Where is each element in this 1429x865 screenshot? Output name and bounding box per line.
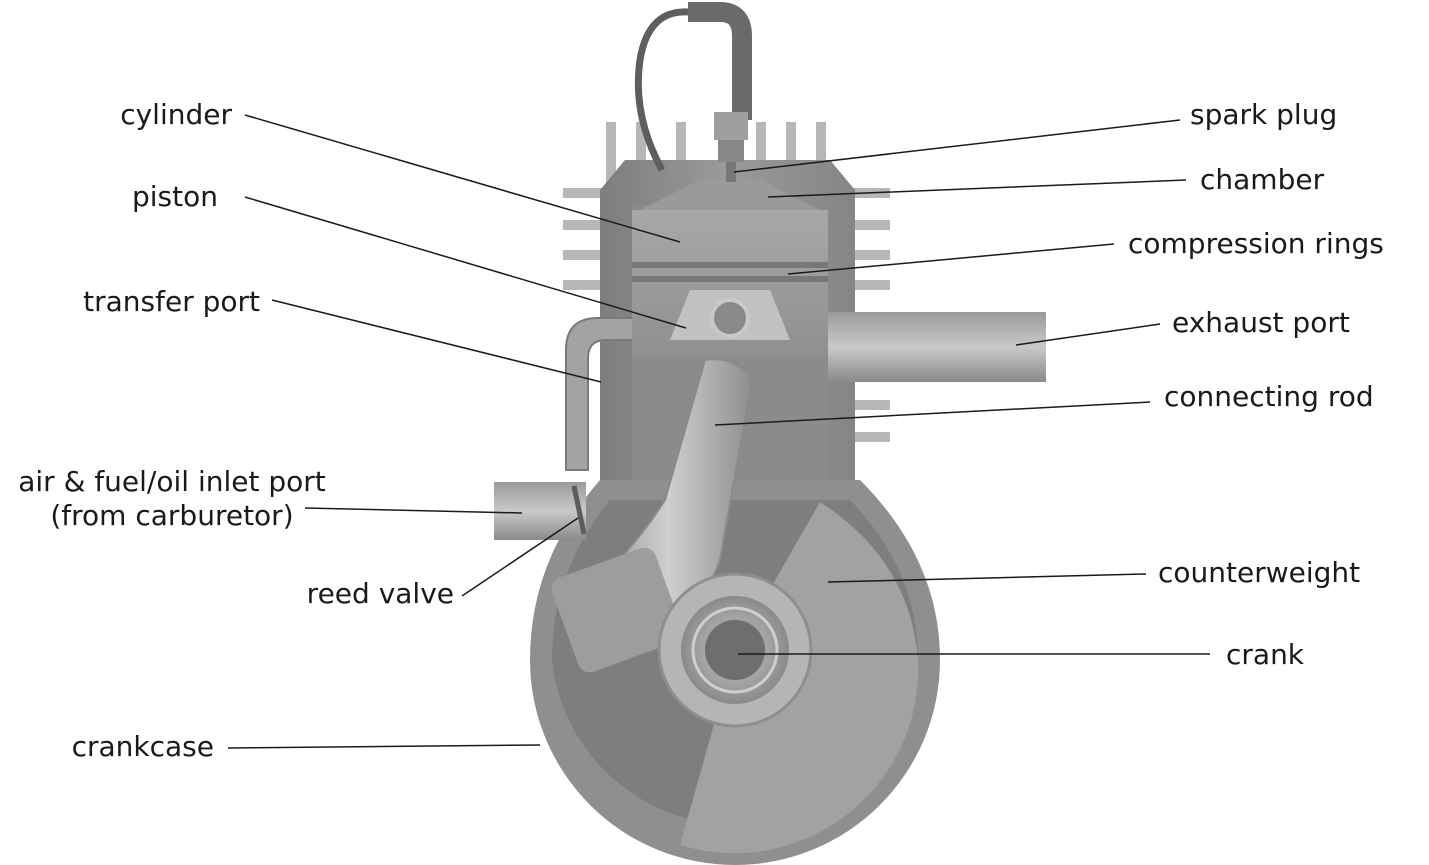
leader-counterweight bbox=[827, 573, 1147, 583]
leader-cylinder bbox=[244, 114, 681, 243]
label-spark-plug: spark plug bbox=[1190, 98, 1338, 131]
exhaust-pipe bbox=[828, 312, 1046, 382]
leader-inlet-port bbox=[304, 507, 523, 514]
label-compression-rings: compression rings bbox=[1128, 227, 1384, 260]
label-inlet-port: air & fuel/oil inlet port (from carburet… bbox=[4, 465, 340, 533]
cooling-fins bbox=[563, 122, 890, 442]
piston bbox=[632, 210, 828, 358]
label-counterweight: counterweight bbox=[1158, 556, 1361, 589]
label-reed-valve: reed valve bbox=[306, 577, 454, 610]
leader-piston bbox=[244, 196, 687, 329]
crank bbox=[657, 572, 813, 728]
leader-spark-plug bbox=[733, 119, 1181, 173]
label-inlet-port-line2: (from carburetor) bbox=[50, 499, 294, 532]
combustion-chamber bbox=[640, 180, 820, 210]
leader-crankcase bbox=[227, 744, 541, 749]
label-crank: crank bbox=[1226, 638, 1305, 671]
label-connecting-rod: connecting rod bbox=[1164, 380, 1374, 413]
leader-chamber bbox=[767, 179, 1187, 198]
inlet-pipe bbox=[494, 482, 586, 540]
leader-lines bbox=[227, 114, 1210, 749]
leader-reed-valve bbox=[461, 517, 579, 597]
leader-exhaust-port bbox=[1015, 323, 1161, 346]
spark-plug bbox=[634, 1, 752, 182]
label-transfer-port: transfer port bbox=[83, 285, 260, 318]
label-piston: piston bbox=[132, 180, 218, 213]
label-chamber: chamber bbox=[1200, 163, 1325, 196]
rod-big-end bbox=[551, 547, 683, 673]
label-inlet-port-line1: air & fuel/oil inlet port bbox=[18, 465, 326, 498]
leader-connecting-rod bbox=[714, 401, 1151, 426]
label-cylinder: cylinder bbox=[120, 98, 232, 131]
leader-compression-rings bbox=[787, 243, 1115, 275]
label-exhaust-port: exhaust port bbox=[1172, 306, 1350, 339]
leader-transfer-port bbox=[271, 299, 602, 383]
reed-valve bbox=[571, 485, 587, 535]
label-crankcase: crankcase bbox=[71, 730, 214, 763]
